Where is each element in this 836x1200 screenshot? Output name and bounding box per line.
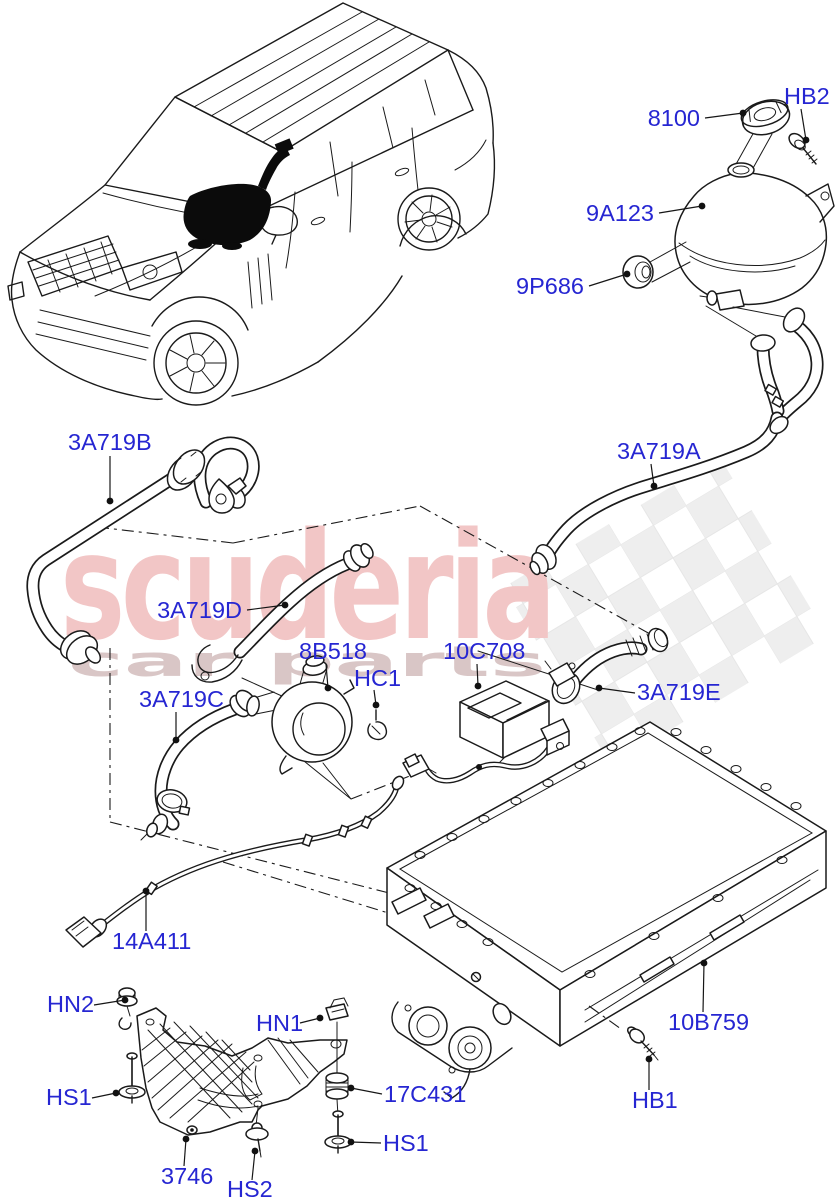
leader-dot-14a411 xyxy=(142,887,150,895)
part-label-9p686[interactable]: 9P686 xyxy=(516,273,584,299)
clip-hc1-drawing xyxy=(367,709,388,741)
leader-line-hs1-right xyxy=(350,1141,382,1144)
leader-line-9p686 xyxy=(588,273,628,287)
part-label-hn2[interactable]: HN2 xyxy=(47,991,94,1017)
screw-hs1-left-drawing xyxy=(118,1052,146,1104)
shield-3746-drawing xyxy=(136,1007,348,1136)
part-label-10c708[interactable]: 10C708 xyxy=(443,638,525,664)
reservoir-cap-drawing xyxy=(734,99,791,171)
leader-dot-hn1 xyxy=(316,1014,324,1022)
hose-3a719b-drawing xyxy=(26,436,260,665)
leader-dot-hs1-left xyxy=(112,1089,120,1097)
leader-dot-hs2 xyxy=(251,1147,259,1155)
leader-dot-hb2 xyxy=(802,136,810,144)
highlighted-part-location xyxy=(183,183,272,246)
bolt-hb1-drawing xyxy=(588,1005,659,1061)
leader-dot-9a123 xyxy=(698,202,706,210)
part-label-3a719b[interactable]: 3A719B xyxy=(68,429,152,455)
hose-3a719c-drawing xyxy=(140,689,257,841)
part-label-hs1-right[interactable]: HS1 xyxy=(383,1130,429,1156)
leader-dot-3a719d xyxy=(281,601,289,609)
part-label-hs2[interactable]: HS2 xyxy=(227,1176,273,1200)
checkered-flag-watermark xyxy=(503,457,828,766)
leader-line-8100 xyxy=(704,112,744,119)
isolator-17c431-drawing xyxy=(325,1072,349,1117)
nut-hn1-drawing xyxy=(325,997,349,1077)
part-label-9a123[interactable]: 9A123 xyxy=(586,200,654,226)
part-label-3a719e[interactable]: 3A719E xyxy=(637,679,721,705)
leader-line-9a123 xyxy=(658,205,703,214)
part-label-hb1[interactable]: HB1 xyxy=(632,1087,678,1113)
part-label-hb2[interactable]: HB2 xyxy=(784,83,830,109)
leader-dot-8100 xyxy=(739,109,747,117)
leader-dot-3a719b xyxy=(106,497,114,505)
leader-dot-10c708 xyxy=(474,682,482,690)
part-label-hc1[interactable]: HC1 xyxy=(354,665,401,691)
pump-8b518-drawing xyxy=(246,655,355,775)
part-label-3a719d[interactable]: 3A719D xyxy=(157,597,242,623)
leader-line-3a719d xyxy=(246,604,286,611)
hose-3a719d-drawing xyxy=(191,542,374,683)
battery-10b759-drawing xyxy=(386,721,827,1099)
leader-line-hs1-left xyxy=(91,1092,117,1099)
part-label-3746[interactable]: 3746 xyxy=(161,1163,213,1189)
part-label-8b518[interactable]: 8B518 xyxy=(299,638,367,664)
leader-dot-hb1 xyxy=(645,1055,653,1063)
leader-dot-hc1 xyxy=(372,701,380,709)
leader-line-10b759 xyxy=(702,962,705,1013)
leader-dot-10b759 xyxy=(700,959,708,967)
module-10c708-drawing xyxy=(402,680,570,784)
leader-dot-9p686 xyxy=(623,270,631,278)
leader-dot-8b518 xyxy=(324,684,332,692)
leader-line-hn1 xyxy=(299,1017,321,1024)
leader-line-17c431 xyxy=(350,1087,383,1095)
hose-3a719e-drawing xyxy=(544,627,669,705)
leader-line-hn2 xyxy=(93,999,126,1006)
grommet-9p686-drawing xyxy=(622,241,691,289)
part-label-10b759[interactable]: 10B759 xyxy=(668,1009,749,1035)
leader-line-3746 xyxy=(183,1138,187,1167)
leader-dot-3746 xyxy=(182,1135,190,1143)
leader-line-10c708 xyxy=(476,663,479,687)
part-label-8100[interactable]: 8100 xyxy=(648,105,700,131)
leader-dot-3a719a xyxy=(650,482,658,490)
screw-hs1-right-drawing xyxy=(324,1110,352,1154)
bolt-hb2-drawing xyxy=(788,132,818,165)
leader-line-3a719a xyxy=(650,463,655,487)
nut-hn2-drawing xyxy=(116,987,138,1030)
leader-dot-17c431 xyxy=(347,1084,355,1092)
leader-line-hs2 xyxy=(251,1150,256,1181)
part-labels-layer: 8100 HB2 9A123 9P686 3A719B 3A719A 3A719D 8B518… xyxy=(46,83,830,1200)
leader-line-3a719e xyxy=(598,687,636,694)
leader-dot-hs1-right xyxy=(347,1138,355,1146)
part-label-17c431[interactable]: 17C431 xyxy=(384,1081,466,1107)
leader-line-8b518 xyxy=(325,663,329,689)
reservoir-tank-drawing xyxy=(674,162,835,311)
part-label-14a411[interactable]: 14A411 xyxy=(112,928,191,954)
harness-14a411-drawing xyxy=(65,775,405,948)
part-label-3a719c[interactable]: 3A719C xyxy=(139,686,224,712)
part-label-3a719a[interactable]: 3A719A xyxy=(617,438,701,464)
part-label-hs1-left[interactable]: HS1 xyxy=(46,1084,92,1110)
leader-dot-3a719e xyxy=(595,684,603,692)
leader-dot-hn2 xyxy=(121,996,129,1004)
part-label-hn1[interactable]: HN1 xyxy=(256,1010,303,1036)
screw-hs2-drawing xyxy=(245,1107,269,1158)
leader-line-hb2 xyxy=(800,108,807,141)
vehicle-illustration xyxy=(7,2,496,406)
leader-dot-3a719c xyxy=(172,736,180,744)
hose-3a719a-drawing xyxy=(529,305,824,576)
